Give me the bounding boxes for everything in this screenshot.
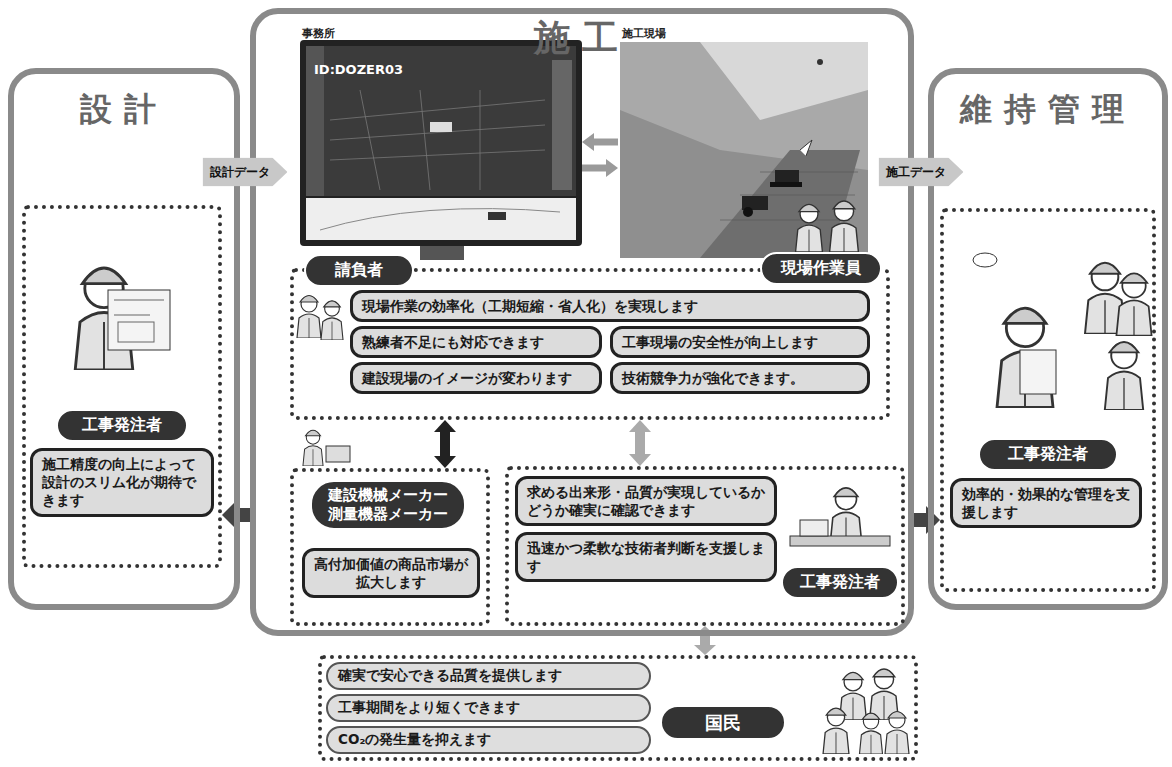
stakeholder-group: 施工精度の向上によって設計のスリム化が期待できます 工事発注者 [22,205,222,568]
benefit-box: 現場作業の効率化（工期短縮・省人化）を実現します [350,290,870,322]
node-text: 迅速かつ柔軟な技術者判断を支援します [527,539,765,575]
designer-figure [75,268,170,370]
stakeholder-group: 現場作業員現場作業の効率化（工期短縮・省人化）を実現します熟練者不足にも対応でき… [290,268,890,420]
benefit-box: 工事期間をより短くできます [326,694,651,722]
node-text: 建設現場のイメージが変わります [362,369,590,387]
benefit-box: 確実で安心できる品質を提供します [326,662,651,690]
maintenance-people [973,253,1152,410]
benefit-box: 効率的・効果的な管理を支援します [950,478,1142,528]
heading-label: 請負者 [304,254,414,287]
stakeholder-group: 求める出来形・品質が実現しているかどうか確実に確認できます迅速かつ柔軟な技術者判… [505,466,905,626]
node-text: 現場作業の効率化（工期短縮・省人化）を実現します [362,297,858,315]
stakeholder-group: 確実で安心できる品質を提供します工事期間をより短くできます CO₂の発生量を抑えま… [318,655,918,761]
flow-arrow [635,432,645,454]
benefit-box: 技術競争力が強化できます。 [610,362,870,394]
node-text: 高付加価値の商品市場が拡大します [314,555,468,591]
heading-label: 施工 [256,14,908,63]
node-text: 確実で安心できる品質を提供します [338,667,639,685]
benefit-box: 熟練者不足にも対応できます [350,326,602,358]
node-text: 工事現場の安全性が向上します [622,333,858,351]
benefit-box: 迅速かつ柔軟な技術者判断を支援します [515,532,777,582]
heading-label: 建設機械メーカー 測量機器メーカー [310,480,466,530]
heading-label: 設計 [14,88,234,132]
client-figure [790,488,890,546]
stakeholder-group: 高付加価値の商品市場が拡大します 建設機械メーカー 測量機器メーカー [290,468,490,626]
benefit-box: 高付加価値の商品市場が拡大します [302,548,480,598]
node-text: 技術競争力が強化できます。 [622,369,858,387]
construction-site [620,42,868,258]
node-text: CO₂の発生量を抑えます [338,731,639,749]
benefit-box: 求める出来形・品質が実現しているかどうか確実に確認できます [515,476,777,526]
heading-label: 事務所 [302,26,335,41]
site-view: 施工現場 [618,26,868,258]
flow-arrow [914,513,926,527]
flow-arrow [594,139,618,146]
citizen-people [823,669,909,754]
heading-label: 工事発注者 [978,438,1118,471]
data-arrow-label: 施工データ [879,158,964,187]
flow-arrow [582,165,606,172]
node-text: 求める出来形・品質が実現しているかどうか確実に確認できます [527,483,765,519]
heading-label: 工事発注者 [56,409,188,442]
stakeholder-group: 効率的・効果的な管理を支援します工事発注者 [940,208,1156,592]
phase-panel: 施工精度の向上によって設計のスリム化が期待できます 工事発注者 設計 [8,68,240,610]
flow-arrow [440,432,450,456]
benefit-box: CO₂の発生量を抑えます [326,726,651,754]
heading-label: 維持管理 [934,88,1162,132]
office-screen: 事務所 ID:DOZER03 [300,26,582,248]
office-monitor [300,40,582,260]
node-text: 効率的・効果的な管理を支援します [962,485,1130,521]
benefit-box: 工事現場の安全性が向上します [610,326,870,358]
benefit-box: 施工精度の向上によって設計のスリム化が期待できます [30,448,214,517]
role-oval: 現場作業員 [760,252,882,285]
node-text: 熟練者不足にも対応できます [362,333,590,351]
heading-label: ID:DOZER03 [314,62,403,77]
phase-panel: 効率的・効果的な管理を支援します工事発注者 維持管理 [928,68,1168,610]
node-text: 現場作業員 [772,258,870,279]
flow-arrow [700,636,710,645]
benefit-box: 建設現場のイメージが変わります [350,362,602,394]
phase-panel: 事務所ID:DOZER03施工現場現場作業員現場作業の効率化（工期短縮・省人化）… [250,8,914,636]
heading-label: 工事発注者 [781,566,899,599]
data-arrow-label: 設計データ [203,158,288,187]
node-text: 工事期間をより短くできます [338,699,639,717]
node-text: 施工精度の向上によって設計のスリム化が期待できます [42,455,202,510]
heading-label: 国民 [660,705,786,740]
